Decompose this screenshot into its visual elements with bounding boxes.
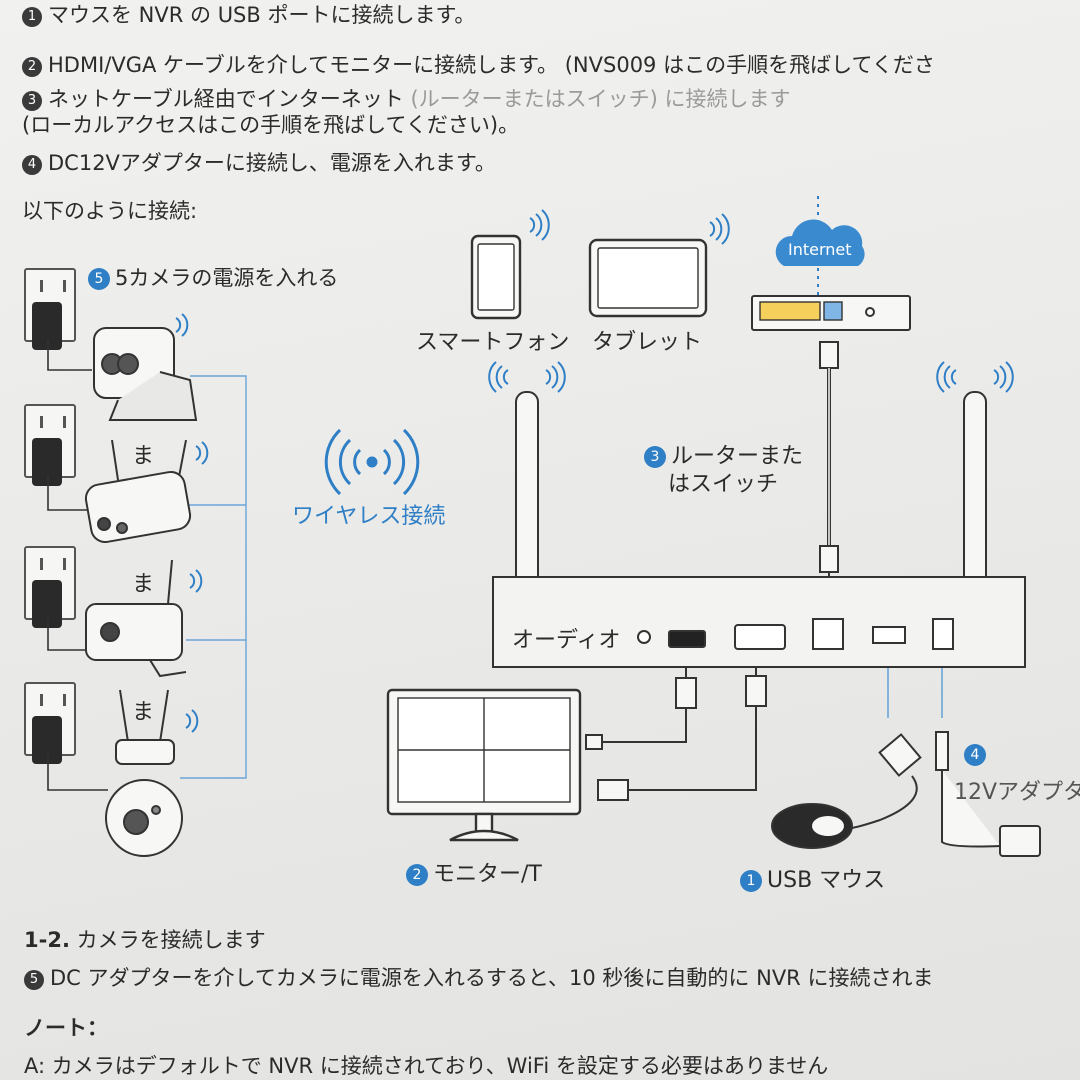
nvr-antenna-left xyxy=(515,391,539,605)
adapter-label: 12Vアダプタ xyxy=(954,780,1080,805)
step-2-note: (NVS009 はこの手順を飛ばしてくださ xyxy=(564,53,935,77)
monitor-icon xyxy=(386,688,582,842)
step-2-text: HDMI/VGA ケーブルを介してモニターに接続します。 xyxy=(48,53,559,77)
nvr-antenna-right xyxy=(963,391,987,605)
step-5-number: 5 xyxy=(24,970,44,990)
step-4: 4 DC12Vアダプターに接続し、電源を入れます。 xyxy=(22,150,496,176)
step-3-number: 3 xyxy=(22,91,42,111)
internet-cloud-icon xyxy=(775,196,865,296)
mouse-label-text: USB マウス xyxy=(767,868,886,893)
nvr-recorder: オーディオ xyxy=(492,576,1026,668)
power-outlet-4-icon xyxy=(24,682,76,764)
or-mark-1: ま xyxy=(132,444,155,469)
step-5-text: DC アダプターを介してカメラに電源を入れるすると、10 秒後に自動的に NVR… xyxy=(50,966,934,990)
connect-intro: 以下のように接続: xyxy=(22,199,198,223)
camera-4-icon xyxy=(105,689,183,857)
section-title: カメラを接続します xyxy=(76,928,266,952)
power-adapter-icon xyxy=(935,652,1041,857)
step-4-text: DC12Vアダプターに接続し、電源を入れます。 xyxy=(48,151,496,175)
ethernet-cable xyxy=(819,341,839,610)
wireless-label: ワイヤレス接続 xyxy=(292,504,446,529)
hdmi-port xyxy=(668,630,706,648)
step-1-number: 1 xyxy=(22,7,42,27)
step-3-faded-text: (ルーターまたはスイッチ) に接続します xyxy=(410,87,791,111)
camera-2-icon xyxy=(84,439,192,544)
step-5: 5 DC アダプターを介してカメラに電源を入れるすると、10 秒後に自動的に NV… xyxy=(24,962,933,992)
dc-power-port xyxy=(932,618,954,650)
smartphone-label: スマートフォン xyxy=(416,330,570,355)
camera-power-text: 5カメラの電源を入れる xyxy=(115,266,339,290)
power-outlet-2-icon xyxy=(24,404,76,486)
step-1: 1 マウスを NVR の USB ポートに接続します。 xyxy=(22,2,475,28)
step-2: 2 HDMI/VGA ケーブルを介してモニターに接続します。 (NVS009 はこ… xyxy=(22,52,935,78)
usb-mouse-icon xyxy=(771,652,922,849)
step-3-text: ネットケーブル経由でインターネット xyxy=(48,87,404,111)
step-2-number: 2 xyxy=(22,57,42,77)
power-outlet-3-icon xyxy=(24,546,76,628)
router-number: 3 xyxy=(644,446,666,468)
audio-port-label: オーディオ xyxy=(512,628,621,653)
usb-port xyxy=(872,626,906,644)
section-number: 1-2. xyxy=(24,928,70,952)
adapter-number-wrap: 4 xyxy=(964,742,991,767)
section-heading: 1-2. カメラを接続します xyxy=(24,924,266,954)
step-3: 3 ネットケーブル経由でインターネット (ルーターまたはスイッチ) に接続します xyxy=(22,86,791,112)
camera-3-icon xyxy=(85,559,187,678)
audio-port xyxy=(637,630,651,644)
vga-port xyxy=(734,624,786,650)
step-3-line-2: (ローカルアクセスはこの手順を飛ばしてください)。 xyxy=(22,113,520,137)
router-label-line-1: ルーターまた xyxy=(671,444,804,469)
tablet-label: タブレット xyxy=(592,330,703,355)
mouse-number: 1 xyxy=(740,870,762,892)
router-label-line-2: はスイッチ xyxy=(668,472,779,497)
internet-label: Internet xyxy=(788,240,852,259)
or-mark-3: ま xyxy=(132,700,155,725)
camera-1-icon xyxy=(93,327,198,421)
or-mark-2: ま xyxy=(132,572,155,597)
router-icon xyxy=(751,295,911,331)
note-a: A: カメラはデフォルトで NVR に接続されており、WiFi を設定する必要は… xyxy=(24,1054,829,1078)
adapter-number: 4 xyxy=(964,744,986,766)
camera-power-number: 5 xyxy=(88,268,110,290)
wireless-signal-icon xyxy=(324,428,420,496)
power-outlet-1-icon xyxy=(24,268,76,350)
monitor-label-text: モニター/T xyxy=(433,862,542,887)
lan-port xyxy=(812,618,844,650)
step-4-number: 4 xyxy=(22,155,42,175)
monitor-number: 2 xyxy=(406,864,428,886)
note-title: ノート： xyxy=(24,1016,108,1040)
tablet-icon xyxy=(588,238,708,318)
step-1-text: マウスを NVR の USB ポートに接続します。 xyxy=(48,3,476,27)
smartphone-icon xyxy=(470,234,522,320)
